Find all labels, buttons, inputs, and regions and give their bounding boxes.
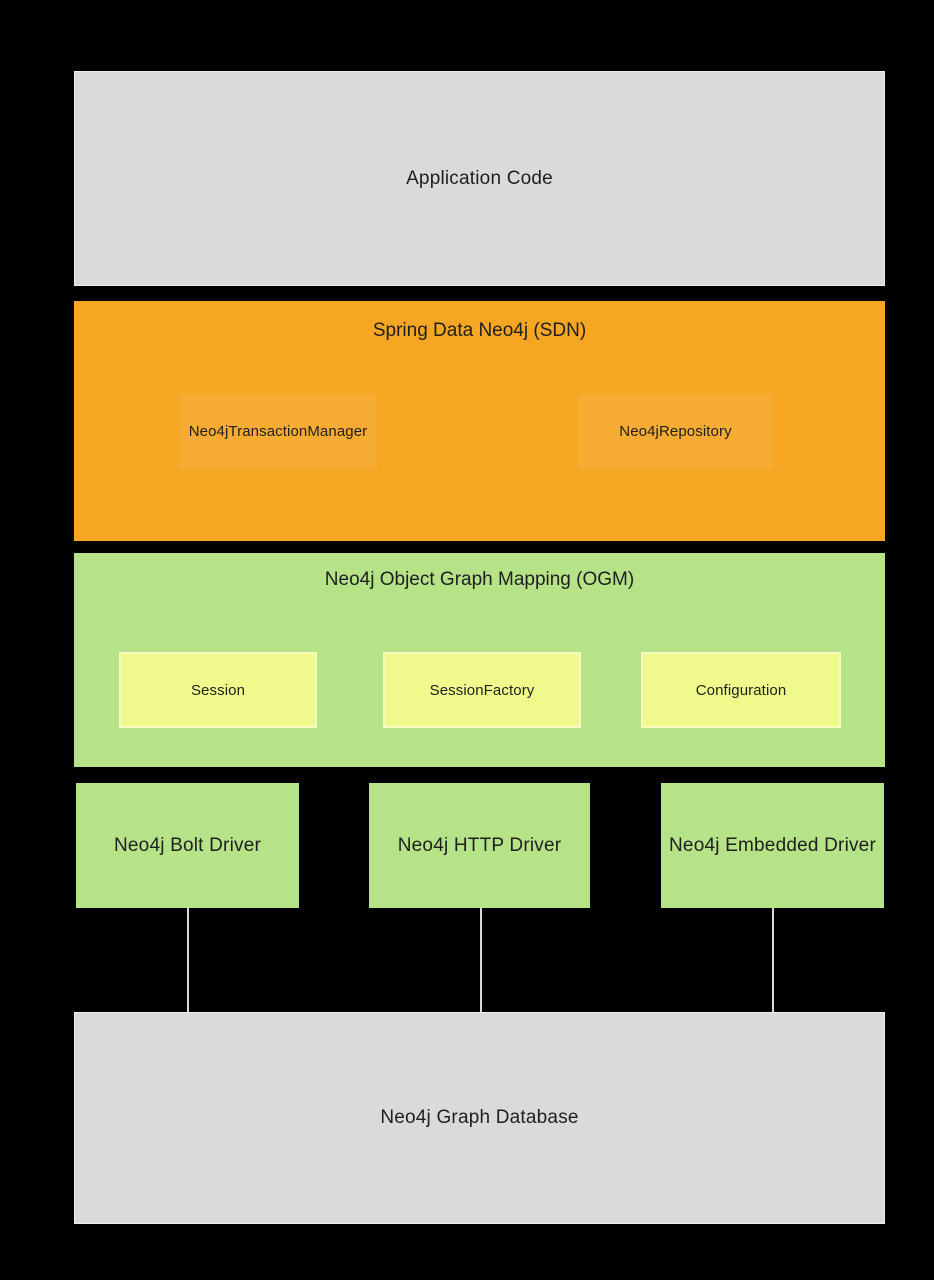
embedded-driver-label: Neo4j Embedded Driver — [669, 834, 876, 856]
configuration-label: Configuration — [695, 681, 787, 699]
neo4j-repository-box: Neo4jRepository — [578, 394, 773, 469]
ogm-section: Neo4j Object Graph Mapping (OGM) Session… — [74, 553, 885, 767]
session-factory-label: SessionFactory — [429, 681, 535, 699]
embedded-driver-box: Neo4j Embedded Driver — [661, 783, 884, 908]
application-code-label: Application Code — [406, 167, 553, 189]
ogm-section-title: Neo4j Object Graph Mapping (OGM) — [324, 569, 635, 590]
graph-database-box: Neo4j Graph Database — [74, 1012, 885, 1224]
bolt-driver-box: Neo4j Bolt Driver — [76, 783, 299, 908]
graph-database-label: Neo4j Graph Database — [380, 1107, 579, 1128]
session-box: Session — [119, 652, 317, 728]
sdn-section: Spring Data Neo4j (SDN) Neo4jTransaction… — [74, 301, 885, 541]
http-driver-connector-line — [480, 908, 482, 1013]
session-factory-box: SessionFactory — [383, 652, 581, 728]
session-label: Session — [190, 681, 246, 699]
http-driver-label: Neo4j HTTP Driver — [397, 834, 562, 856]
neo4j-transaction-manager-box: Neo4jTransactionManager — [179, 394, 377, 469]
configuration-box: Configuration — [641, 652, 841, 728]
application-code-box: Application Code — [74, 71, 885, 286]
bolt-driver-connector-line — [187, 908, 189, 1013]
sdn-section-title: Spring Data Neo4j (SDN) — [372, 320, 587, 341]
neo4j-transaction-manager-label: Neo4jTransactionManager — [188, 423, 368, 440]
neo4j-repository-label: Neo4jRepository — [619, 423, 732, 440]
bolt-driver-label: Neo4j Bolt Driver — [113, 834, 261, 856]
embedded-driver-connector-line — [772, 908, 774, 1013]
http-driver-box: Neo4j HTTP Driver — [369, 783, 590, 908]
